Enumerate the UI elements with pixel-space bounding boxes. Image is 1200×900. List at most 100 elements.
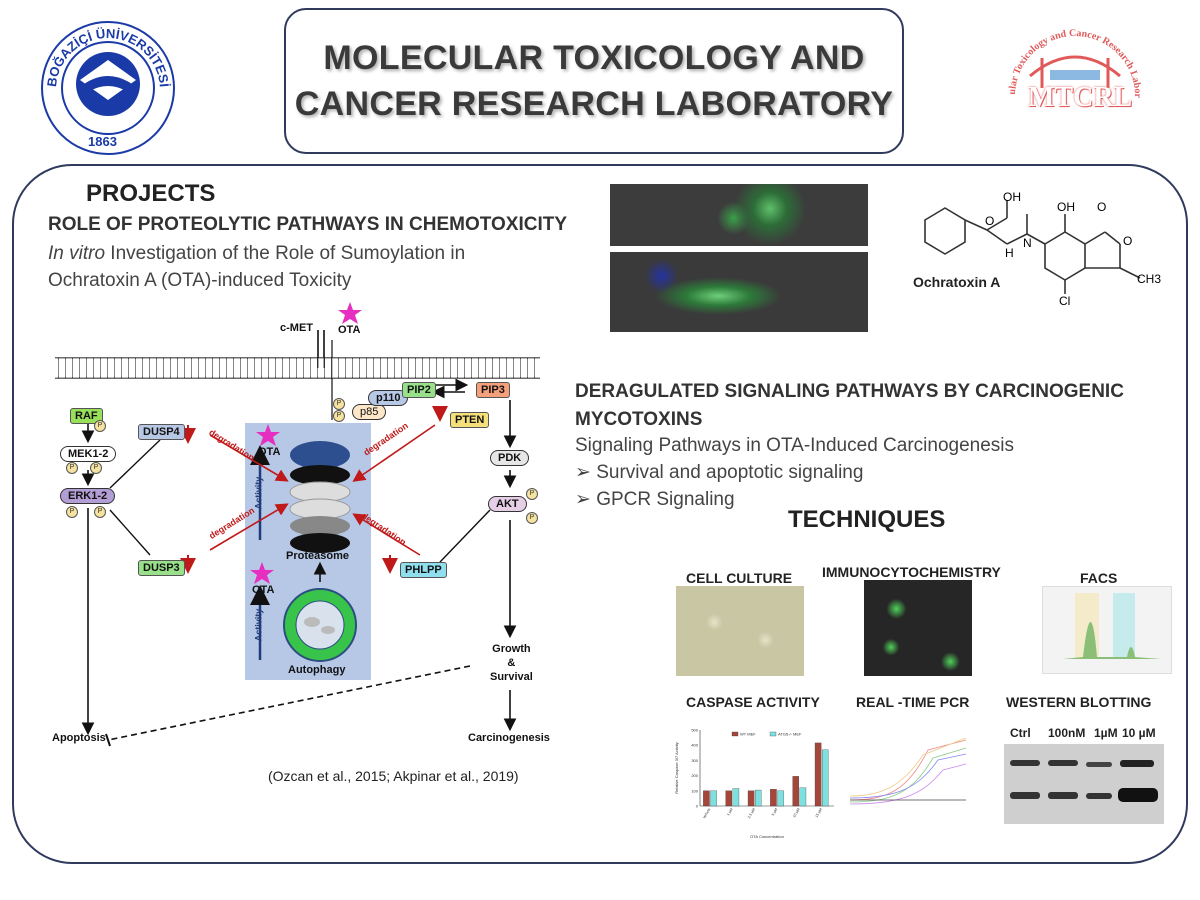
bar-atg5mef <box>732 788 740 807</box>
node-dusp3: DUSP3 <box>138 560 185 576</box>
label-ota-top: OTA <box>338 324 361 336</box>
node-pdk: PDK <box>490 450 530 466</box>
x-axis-label: OTA Concentration <box>750 834 784 839</box>
label-apoptosis: Apoptosis <box>52 732 106 744</box>
node-raf: RAF <box>70 408 103 424</box>
pcr-image <box>848 730 968 822</box>
node-p110: p110 <box>368 390 409 406</box>
node-mek: MEK1-2 <box>60 446 117 462</box>
atom-ch3: CH3 <box>1137 272 1162 286</box>
node-pten: PTEN <box>450 412 490 428</box>
main-panel <box>12 164 1188 864</box>
ochratoxin-structure: OH O OH O N H O CH3 Cl Ochratoxin A <box>905 190 1165 310</box>
label-cmet: c-MET <box>280 322 313 334</box>
lane-1um: 1µM <box>1094 726 1118 740</box>
node-pip3: PIP3 <box>476 382 510 398</box>
proteasome-icon <box>289 441 351 553</box>
y-axis-label: Relative Caspase 3/7 Activity <box>674 742 679 794</box>
legend-swatch <box>769 731 777 737</box>
bar-atg5mef <box>755 789 762 807</box>
lane-10um: 10 µM <box>1122 726 1156 740</box>
x-tick-label: 10 µM <box>792 807 800 818</box>
bar-wtmef <box>792 776 799 807</box>
technique-label-facs: FACS <box>1080 570 1118 586</box>
node-akt: AKT <box>488 496 527 512</box>
bullet-item: ➢ Survival and apoptotic signaling <box>575 462 864 483</box>
label-growth: Growth & Survival <box>490 643 533 683</box>
x-tick-label: 5 µM <box>771 807 778 816</box>
x-tick-label: 2.5 µM <box>747 807 756 819</box>
title-line-2: CANCER RESEARCH LABORATORY <box>294 85 894 123</box>
project1-description: In vitro Investigation of the Role of Su… <box>48 240 465 294</box>
project2-title-line2: MYCOTOXINS <box>575 409 703 430</box>
phospho-raf: P <box>94 420 106 432</box>
legend-label: WT MEF <box>740 732 756 737</box>
atom-o-1: O <box>985 214 995 228</box>
phospho-akt-2: P <box>526 512 538 524</box>
x-tick-label: 1 µM <box>726 807 733 816</box>
project1-title: ROLE OF PROTEOLYTIC PATHWAYS IN CHEMOTOX… <box>48 214 568 235</box>
desc-line1: Investigation of the Role of Sumoylation… <box>105 243 466 264</box>
cell-culture-image <box>676 586 804 676</box>
label-ota-prot: OTA <box>258 446 281 458</box>
title-box: MOLECULAR TOXICOLOGY AND CANCER RESEARCH… <box>284 8 904 154</box>
label-activity-2: Activity <box>253 608 264 642</box>
technique-label-cell-culture: CELL CULTURE <box>686 570 793 586</box>
x-tick-label: 15 µM <box>815 807 823 818</box>
atom-o-2: O <box>1097 200 1107 214</box>
project2-title-line1: DERAGULATED SIGNALING PATHWAYS BY CARCIN… <box>575 381 1124 402</box>
label-ota-auto: OTA <box>252 584 275 596</box>
x-tick-label: Vehicle <box>702 808 711 820</box>
ota-star-top <box>338 302 362 324</box>
phospho-akt-1: P <box>526 488 538 500</box>
bogazici-logo: BOĞAZİÇİ ÜNİVERSİTESİ 1863 <box>40 20 176 156</box>
legend-label: ATG5-/- MEF <box>778 732 802 737</box>
legend-swatch <box>731 731 739 737</box>
bar-wtmef <box>703 790 710 807</box>
project2-title: DERAGULATED SIGNALING PATHWAYS BY CARCIN… <box>575 378 1124 434</box>
facs-image <box>1042 586 1172 674</box>
technique-label-pcr: REAL -TIME PCR <box>856 694 970 710</box>
bar-atg5mef <box>822 749 829 807</box>
label-proteasome: Proteasome <box>286 550 349 562</box>
phospho-cmet-1: P <box>333 398 345 410</box>
label-autophagy: Autophagy <box>288 664 346 676</box>
label-carcinogenesis: Carcinogenesis <box>468 732 550 744</box>
y-tick-label: 500 <box>691 728 698 733</box>
y-tick-label: 0 <box>696 804 699 809</box>
technique-label-icc: IMMUNOCYTOCHEMISTRY <box>822 564 1001 580</box>
bar-wtmef <box>747 790 755 807</box>
logo-acronym: MTCRL <box>1028 82 1133 113</box>
italic-in-vitro: In vitro <box>48 243 106 264</box>
label-activity-1: Activity <box>253 476 264 510</box>
node-phlpp: PHLPP <box>400 562 447 578</box>
bullet-item: ➢ GPCR Signaling <box>575 489 735 510</box>
y-tick-label: 300 <box>691 758 698 763</box>
bar-atg5mef <box>777 790 784 807</box>
bar-atg5mef <box>710 790 717 807</box>
y-tick-label: 200 <box>691 773 698 778</box>
phospho-mek-1: P <box>66 462 78 474</box>
bar-atg5mef <box>799 787 807 807</box>
bar-wtmef <box>725 790 732 807</box>
bar-wtmef <box>814 742 822 807</box>
mtcrl-logo: Molecular Toxicology and Cancer Research… <box>995 10 1150 158</box>
ota-star-auto <box>250 562 274 584</box>
atom-n: N <box>1023 236 1032 250</box>
membrane-lipids <box>55 358 540 378</box>
technique-label-caspase: CASPASE ACTIVITY <box>686 694 820 710</box>
pathway-diagram: c-MET OTA RAF MEK1-2 ERK1-2 DUSP4 DUSP3 … <box>30 300 570 760</box>
lane-ctrl: Ctrl <box>1010 726 1031 740</box>
techniques-heading: TECHNIQUES <box>788 506 946 533</box>
phospho-erk-1: P <box>66 506 78 518</box>
node-pip2: PIP2 <box>402 382 436 398</box>
icc-image <box>864 580 972 676</box>
confocal-image <box>610 184 868 332</box>
molecule-name: Ochratoxin A <box>913 274 1001 290</box>
desc-line2: Ochratoxin A (OTA)-induced Toxicity <box>48 270 352 291</box>
node-erk: ERK1-2 <box>60 488 116 504</box>
atom-cl: Cl <box>1059 294 1071 308</box>
title-line-1: MOLECULAR TOXICOLOGY AND <box>323 39 865 77</box>
project2-subtitle: Signaling Pathways in OTA-Induced Carcin… <box>575 435 1014 456</box>
